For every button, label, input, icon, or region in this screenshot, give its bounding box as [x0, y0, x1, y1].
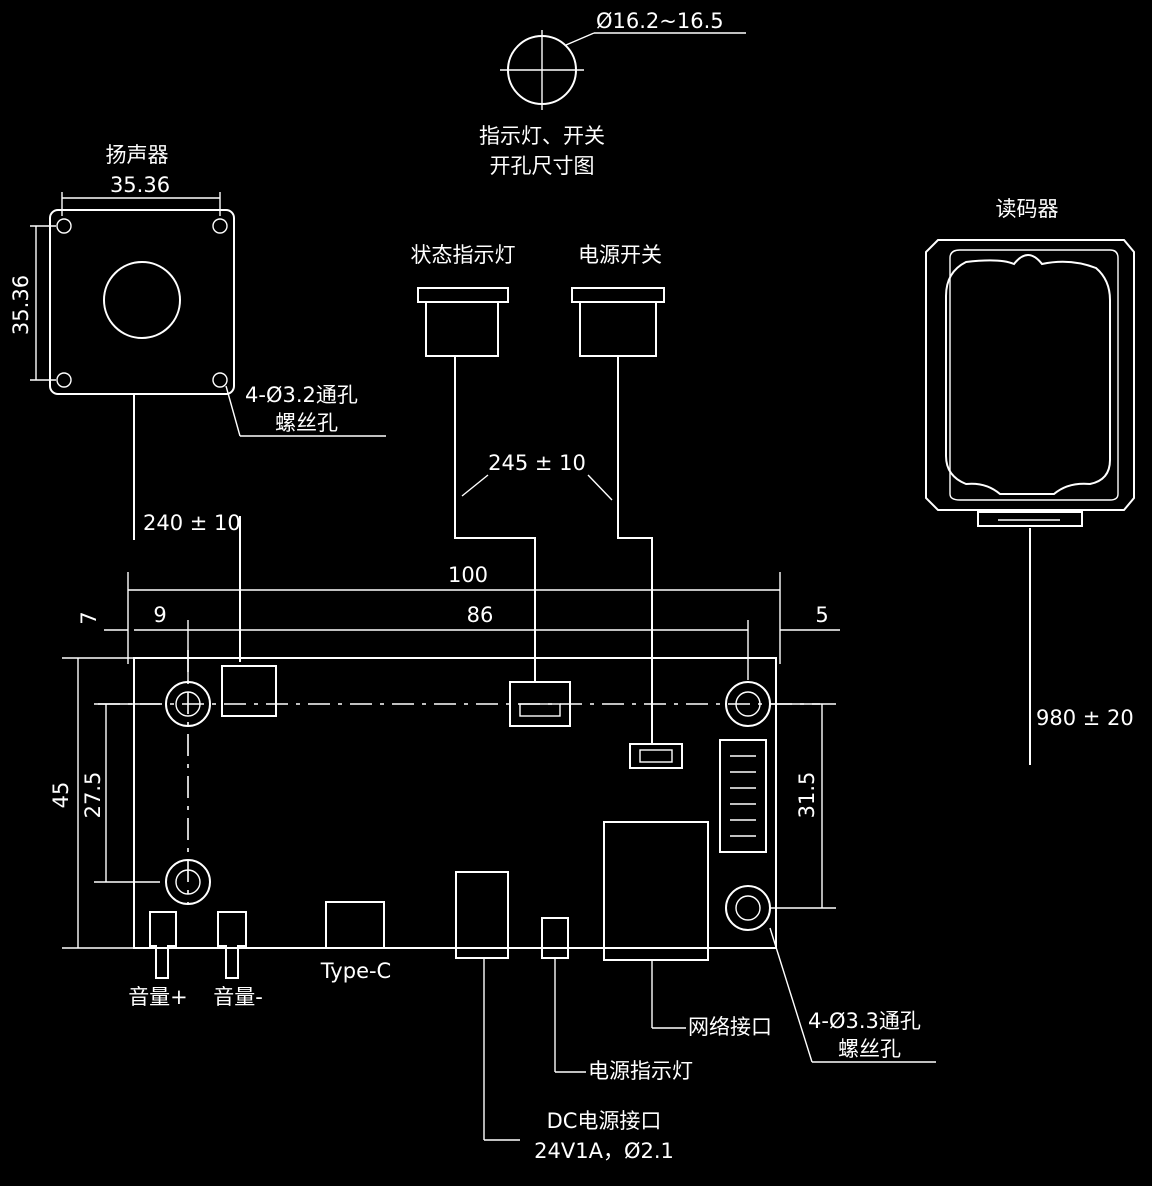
power-switch-view: 电源开关 — [571, 243, 665, 744]
reader-outer — [925, 239, 1135, 511]
board-hole-note-2: 螺丝孔 — [838, 1037, 901, 1061]
hole-title-1: 指示灯、开关 — [479, 124, 605, 148]
volume-minus-label: 音量- — [213, 985, 263, 1009]
volume-plus-button — [149, 911, 177, 979]
hole-leader — [565, 32, 595, 46]
speaker-hole — [212, 372, 228, 388]
power-led — [541, 917, 569, 959]
board-view: 100 86 9 7 5 45 27.5 31.5 — [49, 563, 936, 1163]
reader-view: 读码器 980 ± 20 — [925, 197, 1135, 765]
reader-board-connector — [719, 739, 767, 853]
hole-cutout-view: Ø16.2~16.5 指示灯、开关 开孔尺寸图 — [479, 9, 746, 178]
dc-label-1: DC电源接口 — [547, 1109, 662, 1133]
speaker-hole — [56, 372, 72, 388]
status-light-title: 状态指示灯 — [411, 243, 516, 267]
speaker-hole-note-1: 4-Ø3.2通孔 — [245, 383, 358, 407]
status-light-wire — [454, 356, 536, 682]
speaker-connector — [221, 665, 277, 717]
speaker-hole — [56, 218, 72, 234]
hole-title-2: 开孔尺寸图 — [490, 154, 595, 178]
speaker-width-dim: 35.36 — [110, 173, 170, 197]
hole-dia-label: Ø16.2~16.5 — [596, 9, 724, 33]
type-c-port — [325, 901, 385, 949]
board-hole-leader — [769, 927, 813, 1063]
speaker-cone — [103, 261, 181, 339]
dim-45: 45 — [49, 782, 73, 809]
network-jack — [603, 821, 709, 961]
volume-plus-label: 音量+ — [128, 985, 188, 1009]
dim-86: 86 — [467, 603, 494, 627]
cable-245-dim: 245 ± 10 — [461, 451, 613, 501]
speaker-hole-note-2: 螺丝孔 — [275, 411, 338, 435]
power-switch-body — [579, 301, 657, 357]
power-led-label: 电源指示灯 — [588, 1059, 693, 1083]
dim-9: 9 — [153, 603, 166, 627]
speaker-hole-leader — [225, 385, 241, 437]
dim-5: 5 — [815, 603, 828, 627]
mount-hole — [725, 885, 771, 931]
status-light-flange — [417, 287, 509, 303]
reader-inner — [949, 249, 1119, 501]
status-light-view: 状态指示灯 — [411, 243, 536, 682]
speaker-view: 扬声器 35.36 35.36 4-Ø3.2通孔 螺丝孔 240 ± 10 — [9, 143, 386, 662]
dc-label-2: 24V1A，Ø2.1 — [534, 1139, 674, 1163]
dim-31-5: 31.5 — [795, 772, 819, 819]
speaker-title: 扬声器 — [106, 143, 169, 167]
power-switch-wire — [617, 356, 653, 744]
dim-27-5: 27.5 — [81, 772, 105, 819]
dim-100: 100 — [448, 563, 488, 587]
cable-245-label: 245 ± 10 — [488, 451, 586, 475]
dim-7: 7 — [77, 611, 101, 624]
board-hole-note-1: 4-Ø3.3通孔 — [808, 1009, 921, 1033]
mount-hole — [165, 681, 211, 727]
power-switch-flange — [571, 287, 665, 303]
mount-hole — [165, 859, 211, 905]
reader-window — [945, 254, 1111, 495]
speaker-cable-length: 240 ± 10 — [143, 511, 241, 535]
power-switch-connector — [629, 743, 683, 769]
speaker-height-dim: 35.36 — [9, 275, 33, 335]
reader-connector — [977, 511, 1083, 527]
type-c-label: Type-C — [320, 959, 391, 983]
power-switch-title: 电源开关 — [578, 243, 662, 267]
dc-jack — [455, 871, 509, 959]
status-light-connector — [509, 681, 571, 727]
reader-title: 读码器 — [996, 197, 1059, 221]
reader-cable-length: 980 ± 20 — [1036, 706, 1134, 730]
network-label: 网络接口 — [688, 1015, 772, 1039]
volume-minus-button — [217, 911, 247, 979]
speaker-hole — [212, 218, 228, 234]
status-light-body — [425, 301, 499, 357]
speaker-body — [49, 209, 235, 395]
mount-hole — [725, 681, 771, 727]
